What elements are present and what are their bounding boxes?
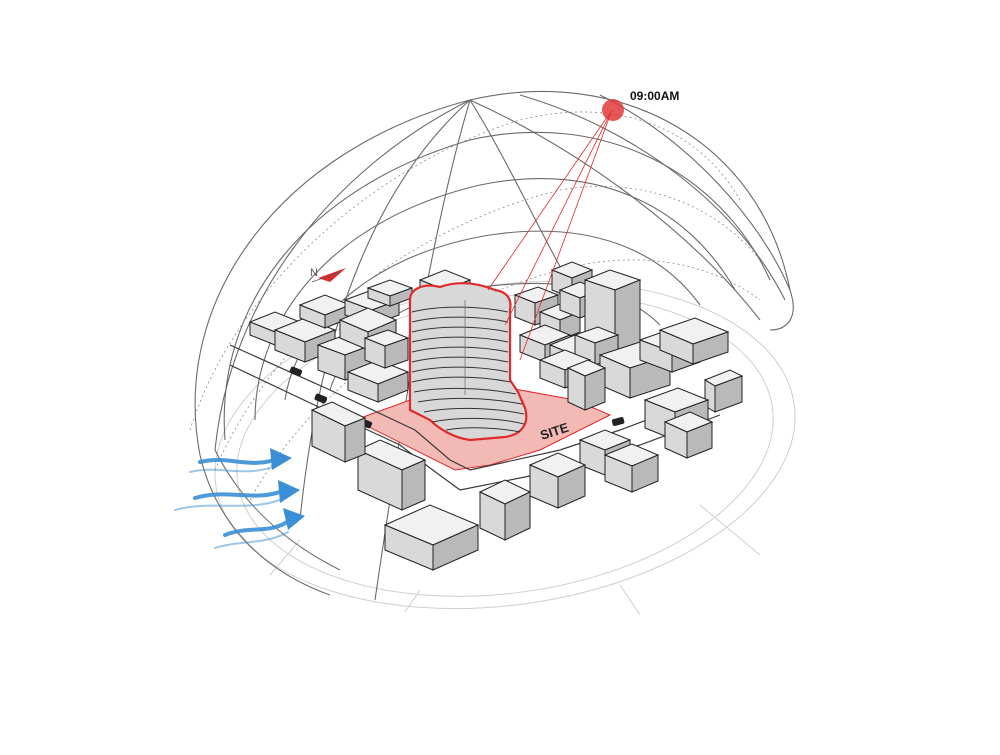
- sun-icon: [602, 99, 624, 121]
- time-label: 09:00AM: [630, 89, 679, 103]
- sun-rays: [487, 109, 613, 361]
- site-tower: [408, 282, 528, 442]
- wind-arrow-icon: [174, 448, 305, 549]
- sun-path-dome: [189, 91, 794, 601]
- north-arrow-icon: [311, 268, 346, 283]
- context-buildings: [248, 261, 744, 571]
- north-label: N: [310, 267, 318, 279]
